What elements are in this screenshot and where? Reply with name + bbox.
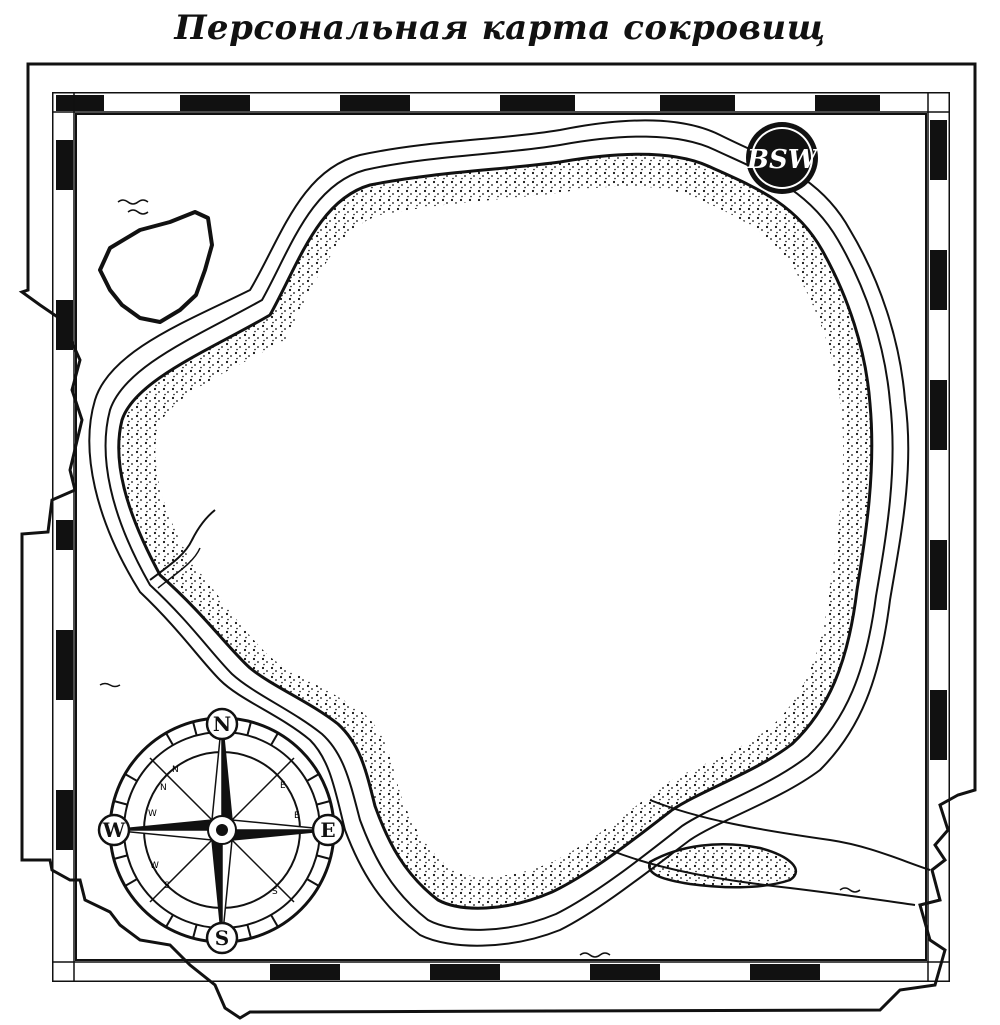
compass-sub-3: S <box>272 887 278 897</box>
river-inlet-left <box>149 509 216 581</box>
water-ripples <box>99 199 861 958</box>
compass-sub-4: S <box>164 881 170 891</box>
lower-right-islet <box>648 843 797 889</box>
compass-north: N <box>205 707 239 741</box>
map-title: Персональная карта сокровищ <box>174 8 826 48</box>
compass-east: E <box>311 813 345 847</box>
compass-rose: N S E W N E E S S W W N <box>97 707 345 955</box>
compass-north-label: N <box>213 712 231 736</box>
striped-border <box>52 92 950 982</box>
compass-sub-6: W <box>148 809 157 819</box>
compass-west-label: W <box>102 818 126 842</box>
compass-south: S <box>205 921 239 955</box>
coast-wave-middle <box>104 135 894 931</box>
compass-sub-7: N <box>160 783 167 793</box>
compass-south-label: S <box>215 926 229 950</box>
compass-sub-1: E <box>280 781 286 791</box>
main-island-interior <box>155 186 844 877</box>
bsw-badge-icon: BSW <box>746 122 820 194</box>
compass-west: W <box>97 813 131 847</box>
river-inlet-left-2 <box>157 547 201 589</box>
compass-east-label: E <box>320 818 335 842</box>
compass-sub-2: E <box>294 811 300 821</box>
compass-sub-0: N <box>172 765 179 775</box>
bsw-logo-text: BSW <box>746 145 820 175</box>
small-island <box>98 210 214 324</box>
compass-sub-5: W <box>150 861 159 871</box>
coast-wave-outer <box>88 119 910 947</box>
river-channel-lower-right <box>649 799 931 871</box>
